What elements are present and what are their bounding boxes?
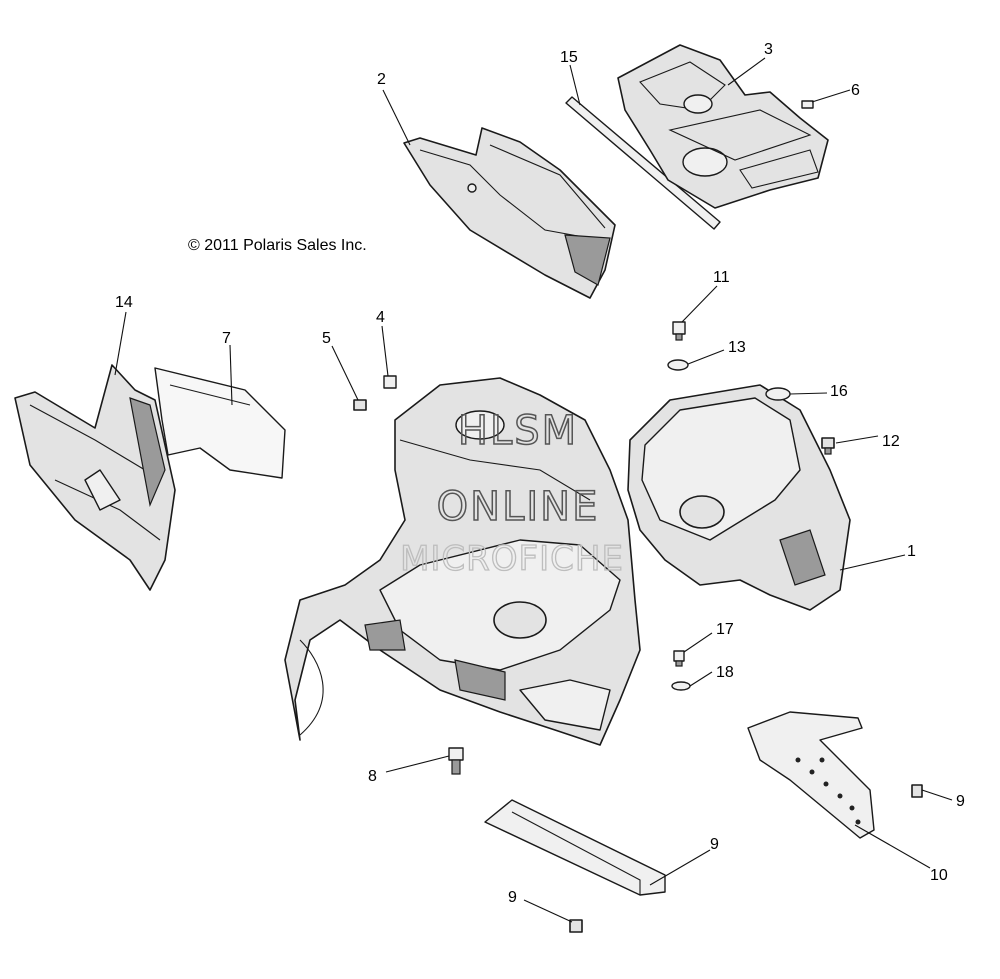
watermark-line-1: HLSM <box>458 408 578 454</box>
callout-14: 13 <box>728 339 746 356</box>
leader-lines <box>114 57 953 923</box>
callout-8: 8 <box>368 768 377 785</box>
callout-19: 18 <box>716 664 734 681</box>
part-15-side-panel <box>14 364 176 591</box>
part-14-washer <box>667 359 689 371</box>
callout-5: 5 <box>322 330 331 347</box>
copyright-notice: © 2011 Polaris Sales Inc. <box>188 237 367 254</box>
part-17-decal <box>765 387 791 401</box>
watermark-line-2: ONLINE <box>437 484 600 530</box>
callout-3: 3 <box>764 41 773 58</box>
callout-6: 6 <box>851 82 860 99</box>
part-12-bracket <box>747 711 875 839</box>
callout-15: 14 <box>115 294 133 311</box>
callout-2: 2 <box>377 71 386 88</box>
watermark: HLSM ONLINE MICROFICHE <box>399 407 624 579</box>
callout-13: 12 <box>882 433 900 450</box>
part-13-clip <box>821 437 835 455</box>
callout-11: 11 <box>713 269 730 286</box>
part-18-bolt <box>673 650 685 667</box>
callout-9-bottom: 9 <box>508 889 517 906</box>
part-10-angle-bracket <box>484 799 666 896</box>
part-1-front-body <box>284 377 851 746</box>
part-5-screw <box>353 399 367 411</box>
callout-9-right: 9 <box>956 793 965 810</box>
part-19-washer <box>671 681 691 691</box>
part-7-liner-sheet <box>154 367 286 479</box>
callout-18: 17 <box>716 621 734 638</box>
watermark-line-3: MICROFICHE <box>400 539 624 579</box>
callout-10: 9 <box>710 836 719 853</box>
callout-1: 1 <box>907 543 916 560</box>
part-9-screw-b <box>569 919 583 933</box>
part-6-clip <box>801 100 814 109</box>
callout-12: 10 <box>930 867 948 884</box>
callout-16: 15 <box>560 49 578 66</box>
part-8-bolt <box>448 747 464 775</box>
part-9-screw-a <box>911 784 923 798</box>
callout-labels: 2 3 15 6 4 5 7 14 11 13 16 12 1 17 18 8 … <box>115 41 965 906</box>
callout-17: 16 <box>830 383 848 400</box>
part-4-nut <box>383 375 397 389</box>
callout-7: 7 <box>222 330 231 347</box>
callout-4: 4 <box>376 309 385 326</box>
part-2-side-panel <box>403 127 616 299</box>
part-16-strip <box>565 96 721 230</box>
part-11-bolt <box>672 321 686 341</box>
fastener-parts <box>353 100 923 933</box>
part-3-console-cover <box>617 44 829 209</box>
